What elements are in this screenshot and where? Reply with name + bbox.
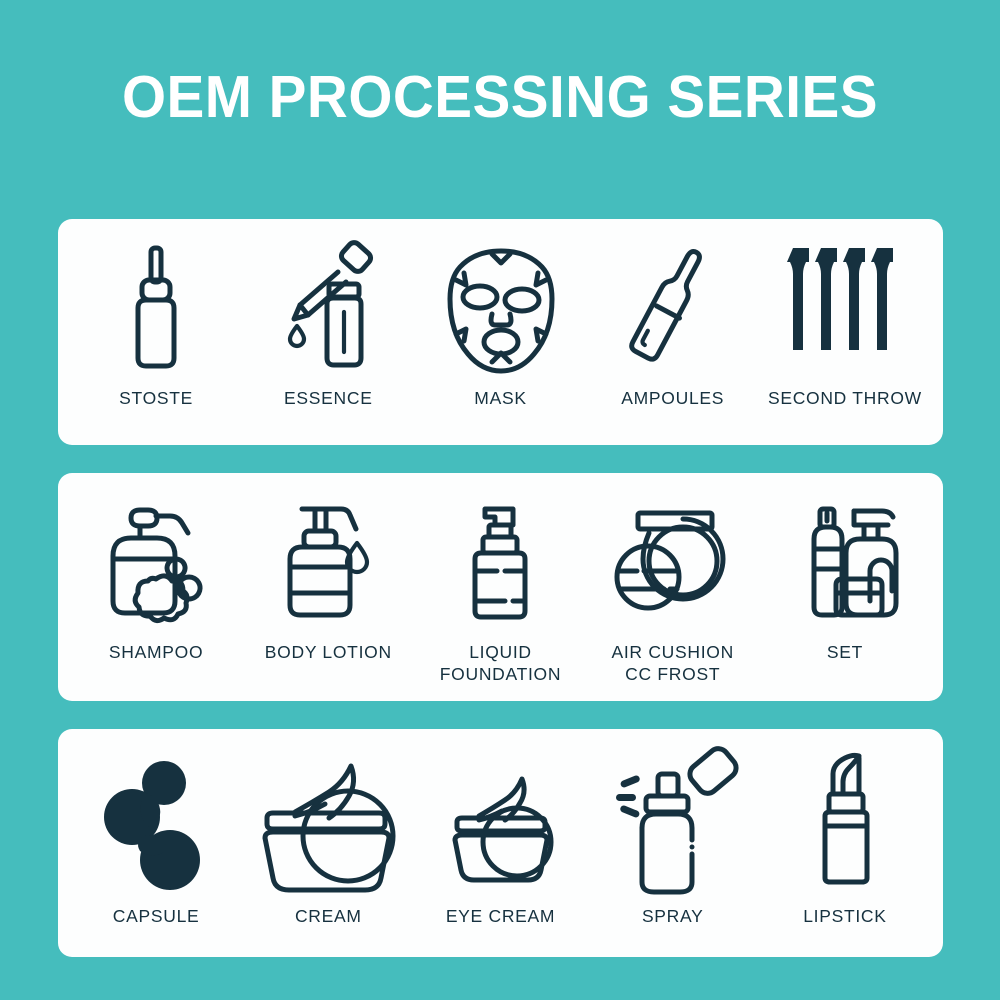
product-set-icon [792,493,899,633]
item-label: CREAM [294,906,362,926]
item-label: SECOND THROW [767,388,922,408]
shampoo-pump-bottle-icon [97,493,215,633]
item-liquid-foundation[interactable]: LIQUID FOUNDATION [414,493,586,686]
eye-cream-jar-icon [441,749,561,899]
item-label: AIR CUSHION CC FROST [611,642,734,685]
item-label: ESSENCE [284,388,373,408]
item-label: AMPOULES [621,388,725,408]
four-vials-icon [785,239,905,379]
item-label: BODY LOTION [264,642,392,662]
dropper-pipette-icon [272,239,384,379]
foundation-pump-bottle-icon [461,493,541,633]
item-label: SHAMPOO [108,642,204,662]
item-label: MASK [474,388,527,408]
item-ampoules[interactable]: AMPOULES [587,239,759,409]
item-air-cushion[interactable]: AIR CUSHION CC FROST [587,493,759,686]
item-label: EYE CREAM [445,906,556,926]
item-body-lotion[interactable]: BODY LOTION [242,493,414,663]
item-stoste[interactable]: STOSTE [70,239,242,409]
item-shampoo[interactable]: SHAMPOO [70,493,242,663]
sheet-mask-face-icon [440,239,562,379]
item-label: SET [826,642,863,662]
dropper-bottle-icon [116,239,196,379]
item-eye-cream[interactable]: EYE CREAM [414,749,586,927]
ampoule-icon [623,239,723,379]
item-label: CAPSULE [112,906,200,926]
capsule-molecule-icon [102,749,210,899]
category-row-2: SHAMPOO BODY LOTION [58,473,943,701]
item-label: LIQUID FOUNDATION [439,642,562,685]
item-mask[interactable]: MASK [414,239,586,409]
item-cream[interactable]: CREAM [242,749,414,927]
cream-jar-icon [251,749,406,899]
item-lipstick[interactable]: LIPSTICK [759,749,931,927]
item-capsule[interactable]: CAPSULE [70,749,242,927]
category-row-1: STOSTE ESSENCE [58,219,943,445]
item-set[interactable]: SET [759,493,931,663]
item-spray[interactable]: SPRAY [587,745,759,927]
item-essence[interactable]: ESSENCE [242,239,414,409]
lipstick-icon [805,749,885,899]
spray-bottle-icon [614,745,739,899]
category-row-3: CAPSULE CREAM [58,729,943,957]
category-rows: STOSTE ESSENCE [58,219,943,957]
item-label: STOSTE [119,388,194,408]
lotion-pump-bottle-icon [278,493,378,633]
item-label: LIPSTICK [803,906,887,926]
item-label: SPRAY [641,906,704,926]
air-cushion-compact-icon [610,493,735,633]
page-title: OEM PROCESSING SERIES [122,64,878,130]
item-second-throw[interactable]: SECOND THROW [759,239,931,409]
